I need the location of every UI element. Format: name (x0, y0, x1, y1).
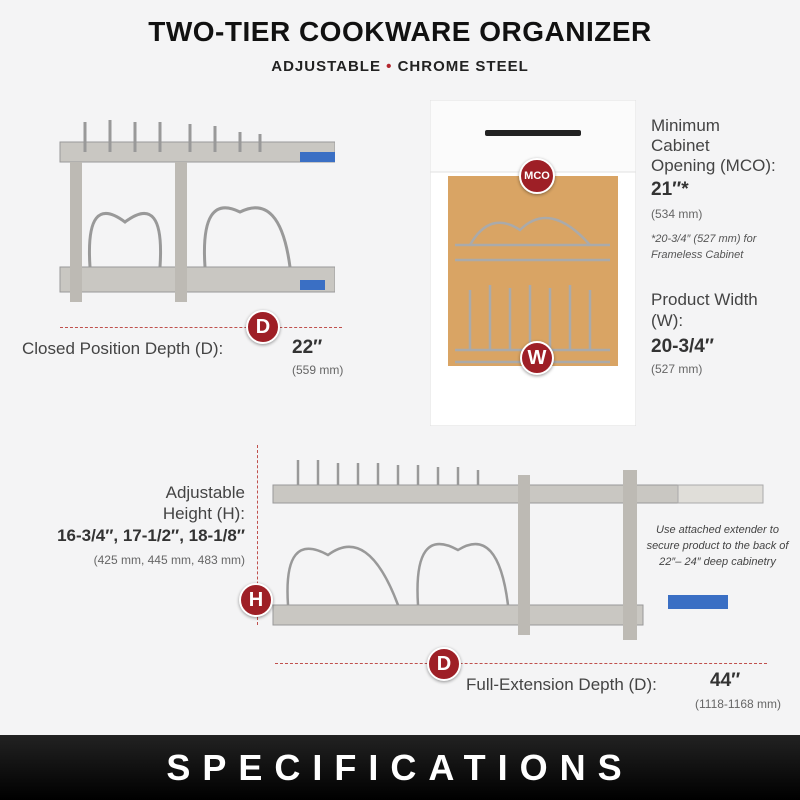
full-depth-line (275, 663, 767, 664)
page-title: TWO-TIER COOKWARE ORGANIZER (148, 16, 652, 47)
full-depth-label: Full-Extension Depth (D): (466, 675, 657, 694)
width-label: Product Width (W): (651, 289, 758, 331)
closed-depth-label: Closed Position Depth (D): (22, 339, 224, 358)
closed-depth-value: 22″ (292, 337, 323, 358)
closed-depth-badge: D (246, 310, 280, 344)
width-badge: W (520, 341, 554, 375)
mco-note-line: Frameless Cabinet (651, 249, 744, 261)
mco-mm: (534 mm) (651, 207, 703, 221)
mco-note: *20-3/4″ (527 mm) for Frameless Cabinet (651, 231, 756, 263)
subtitle-adjustable: ADJUSTABLE (271, 58, 381, 75)
subtitle-material: CHROME STEEL (397, 58, 529, 75)
height-label: Adjustable Height (H): (0, 482, 245, 524)
mco-note-line: *20-3/4″ (527 mm) for (651, 233, 757, 245)
extender-note: Use attached extender to secure product … (640, 522, 795, 570)
mco-label-line: Cabinet (651, 136, 710, 155)
closed-depth-mm: (559 mm) (292, 363, 344, 377)
height-line (257, 445, 258, 625)
full-depth-mm: (1118-1168 mm) (695, 697, 782, 711)
mco-label-line: Opening (MCO): (651, 156, 776, 175)
mco-value: 21″* (651, 179, 689, 200)
subtitle: ADJUSTABLE • CHROME STEEL (0, 58, 800, 75)
height-badge: H (239, 583, 273, 617)
mco-label-line: Minimum (651, 116, 720, 135)
full-depth-value: 44″ (710, 670, 741, 691)
height-label-line: Height (H): (162, 504, 245, 523)
closed-organizer-image (59, 120, 335, 302)
height-value: 16-3/4″, 17-1/2″, 18-1/8″ (57, 526, 245, 545)
closed-depth-line (60, 327, 342, 328)
extended-organizer-image (272, 460, 764, 640)
height-label-line: Adjustable (165, 483, 245, 502)
width-mm: (527 mm) (651, 362, 703, 376)
width-label-line: (W): (651, 311, 684, 330)
width-label-line: Product Width (651, 290, 758, 309)
extender-note-line: 22″– 24″ deep cabinetry (659, 556, 776, 568)
height-mm: (425 mm, 445 mm, 483 mm) (93, 553, 245, 567)
extender-note-line: Use attached extender to (656, 524, 779, 536)
full-depth-badge: D (427, 647, 461, 681)
specifications-banner: SPECIFICATIONS (0, 735, 800, 800)
cabinet-image (430, 100, 636, 426)
width-value: 20-3/4″ (651, 336, 714, 357)
mco-badge: MCO (519, 158, 555, 194)
extender-note-line: secure product to the back of (646, 540, 789, 552)
bullet: • (386, 58, 393, 75)
mco-label: Minimum Cabinet Opening (MCO): (651, 116, 776, 176)
